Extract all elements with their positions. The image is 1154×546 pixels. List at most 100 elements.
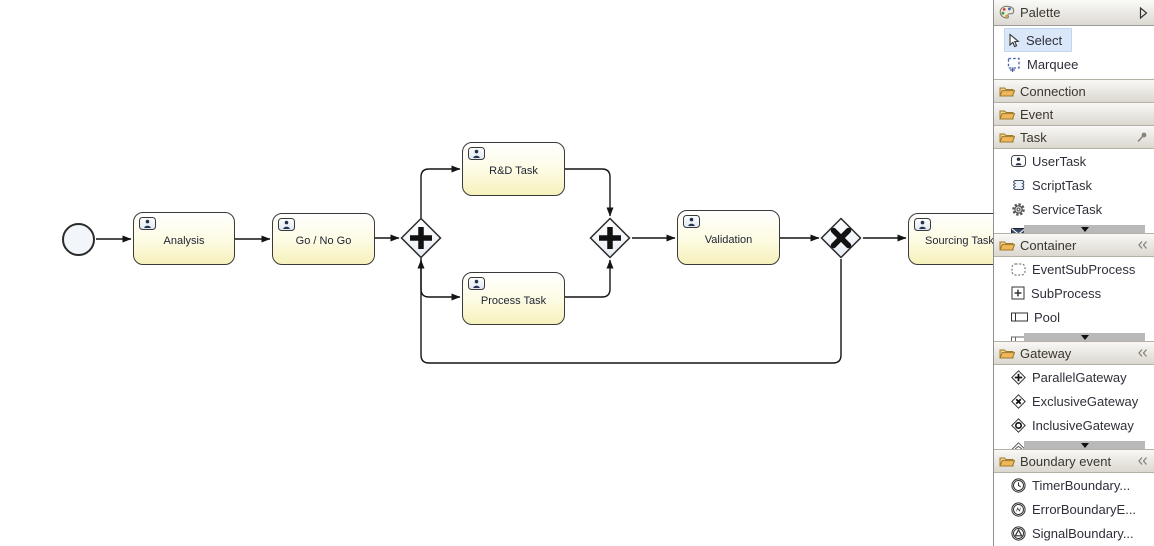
task-label: Process Task [480,294,547,307]
pushpin-icon[interactable] [1136,131,1148,143]
scroll-down-indicator[interactable] [1024,441,1145,449]
unpinned-icon[interactable] [1137,456,1148,466]
eventsubprocess-icon [1011,262,1026,276]
timerboundary-icon [1011,477,1026,493]
cursor-icon [1007,32,1020,48]
drawer-label: Boundary event [1020,453,1112,469]
drawer-label: Gateway [1020,345,1072,361]
drawer-boundary-event[interactable]: Boundary event [994,449,1154,473]
scroll-down-arrow-icon [1080,334,1089,340]
palette-item-servicetask[interactable]: ServiceTask [994,197,1154,221]
folder-icon [999,347,1015,359]
task-go-no-go[interactable]: Go / No Go [272,213,375,265]
drawer-label: Container [1020,237,1077,253]
eventgateway-icon [1011,441,1026,449]
parallel-gateway-1[interactable] [399,216,443,260]
servicetask-icon [1011,202,1026,217]
palette-item-pool[interactable]: Pool [994,305,1154,329]
task-label: Sourcing Task [925,235,994,247]
palette-item-errorboundary[interactable]: ErrorBoundaryE... [994,497,1154,521]
palette-panel: Palette Select Marquee [993,0,1154,546]
pool-icon [1011,312,1028,322]
drawer-gateway[interactable]: Gateway [994,341,1154,365]
palette-item-signalboundary[interactable]: SignalBoundary... [994,521,1154,545]
parallel-gateway-2[interactable] [588,216,632,260]
palette-item-eventgateway-partial[interactable]: EventGateway [994,437,1154,449]
tool-marquee[interactable]: Marquee [1004,52,1088,76]
usertask-icon [468,277,485,290]
diagram-canvas[interactable]: Analysis Go / No Go R&D Task Process Tas… [0,0,1011,546]
task-analysis[interactable]: Analysis [133,212,235,265]
usertask-icon [139,217,156,230]
usertask-icon [278,218,295,231]
drawer-task[interactable]: Task [994,125,1154,149]
marquee-icon [1007,57,1021,72]
folder-icon [999,108,1015,120]
item-label: ErrorBoundaryE... [1032,501,1137,517]
task-label: Go / No Go [295,235,352,247]
palette-item-mailtask-partial[interactable]: MailTask [994,221,1154,233]
drawer-container[interactable]: Container [994,233,1154,257]
usertask-icon [914,218,931,231]
item-label: TimerBoundary... [1032,477,1131,493]
item-label: ServiceTask [1032,201,1103,217]
palette-icon [999,5,1015,20]
task-process[interactable]: Process Task [462,272,565,325]
drawer-label: Event [1020,106,1054,122]
tool-label: Marquee [1027,56,1079,72]
usertask-icon [683,215,700,228]
task-rd[interactable]: R&D Task [462,142,565,196]
item-label: ParallelGateway [1032,369,1127,385]
signalboundary-icon [1011,525,1026,541]
item-label: EventSubProcess [1032,261,1136,277]
palette-title: Palette [1020,5,1061,20]
mailtask-icon [1011,227,1026,233]
task-label: Analysis [163,234,205,247]
start-event[interactable] [62,223,95,256]
item-label: SignalBoundary... [1032,525,1134,541]
exclusivegateway-icon [1011,393,1026,409]
collapse-right-arrow-icon[interactable] [1139,6,1148,19]
parallelgateway-icon [1011,369,1026,385]
scroll-down-arrow-icon [1080,226,1089,232]
unpinned-icon[interactable] [1137,348,1148,358]
palette-header[interactable]: Palette [994,0,1154,26]
palette-item-parallelgateway[interactable]: ParallelGateway [994,365,1154,389]
inclusivegateway-icon [1011,417,1026,433]
item-label: InclusiveGateway [1032,417,1134,433]
folder-icon [999,85,1015,97]
palette-item-scripttask[interactable]: ScriptTask [994,173,1154,197]
item-label: ExclusiveGateway [1032,393,1139,409]
palette-item-exclusivegateway[interactable]: ExclusiveGateway [994,389,1154,413]
drawer-connection[interactable]: Connection [994,79,1154,103]
folder-icon [999,239,1015,251]
palette-item-timerboundary[interactable]: TimerBoundary... [994,473,1154,497]
tool-select[interactable]: Select [1004,28,1073,52]
lane-icon [1011,336,1028,341]
palette-item-eventsubprocess[interactable]: EventSubProcess [994,257,1154,281]
palette-item-inclusivegateway[interactable]: InclusiveGateway [994,413,1154,437]
subprocess-icon [1011,286,1025,300]
task-validation[interactable]: Validation [677,210,780,265]
unpinned-icon[interactable] [1137,240,1148,250]
item-label: SubProcess [1031,285,1102,301]
drawer-label: Connection [1020,83,1086,99]
palette-item-lane-partial[interactable]: Lane [994,329,1154,341]
exclusive-gateway[interactable] [819,216,863,260]
drawer-event[interactable]: Event [994,102,1154,126]
folder-icon [999,455,1015,467]
item-label: Pool [1034,309,1061,325]
scroll-down-indicator[interactable] [1024,225,1145,233]
scroll-down-arrow-icon [1080,442,1089,448]
scroll-down-indicator[interactable] [1024,333,1145,341]
folder-icon [999,131,1015,143]
task-label: R&D Task [489,165,538,177]
palette-item-subprocess[interactable]: SubProcess [994,281,1154,305]
item-label: UserTask [1032,153,1087,169]
palette-item-usertask[interactable]: UserTask [994,149,1154,173]
scripttask-icon [1011,179,1026,192]
task-label: Validation [704,233,753,246]
errorboundary-icon [1011,501,1026,517]
drawer-label: Task [1020,129,1047,145]
